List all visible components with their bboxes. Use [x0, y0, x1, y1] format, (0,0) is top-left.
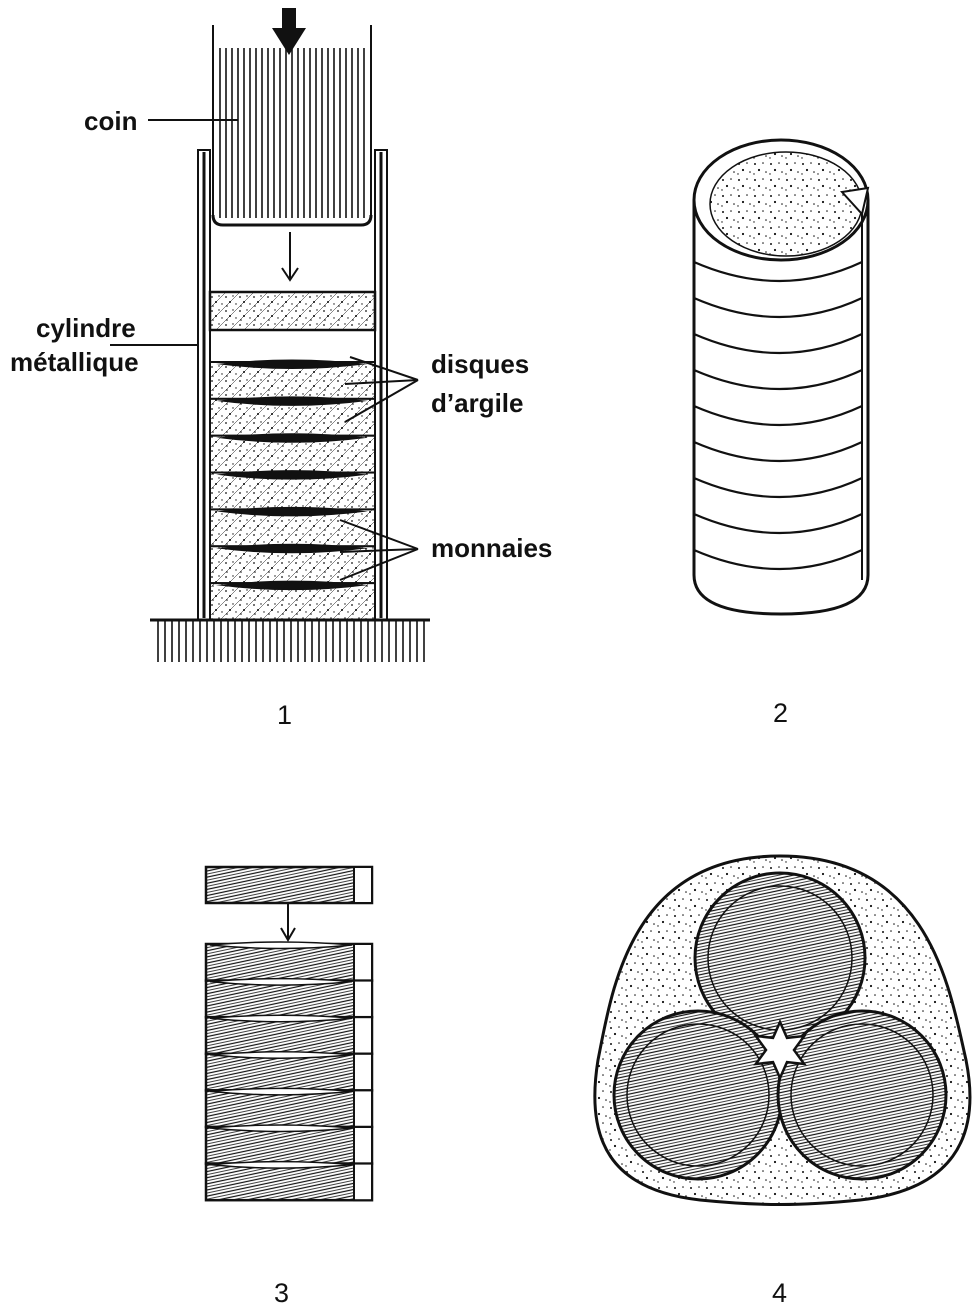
label-cylinder-line1: cylindre: [36, 313, 136, 343]
panel-number-4: 4: [772, 1278, 787, 1308]
mould-disc: [206, 1090, 372, 1127]
panel-number-1: 1: [277, 700, 292, 730]
disc-channel: [354, 1054, 372, 1091]
mould-disc: [206, 1017, 372, 1054]
disc-channel: [354, 1164, 372, 1201]
label-coin: coin: [84, 106, 137, 136]
top-clay-disc: [210, 292, 375, 330]
mould-disc-stack: [206, 942, 372, 1200]
label-discs-line2: d’argile: [431, 388, 523, 418]
down-arrow-icon: [282, 232, 298, 280]
down-arrow-icon: [281, 903, 295, 940]
coin-die: [213, 25, 371, 225]
panel-3: 3: [206, 867, 372, 1308]
cylinder-top-inner: [710, 152, 862, 256]
mould-disc: [206, 1054, 372, 1091]
mould-disc: [206, 981, 372, 1018]
panel-2: 2: [694, 140, 868, 728]
mould-disc: [206, 1164, 372, 1201]
disc-channel: [354, 1090, 372, 1127]
clay-disc-stack: [210, 360, 375, 621]
mould-disc: [206, 944, 372, 981]
disc-channel: [354, 1127, 372, 1164]
disc-channel: [354, 1017, 372, 1054]
panel-number-3: 3: [274, 1278, 289, 1308]
label-coins: monnaies: [431, 533, 552, 563]
panel-number-2: 2: [773, 698, 788, 728]
label-cylinder-line2: métallique: [10, 347, 139, 377]
disc-channel: [354, 944, 372, 981]
mould-disc: [206, 1127, 372, 1164]
press-arrow-icon: [272, 8, 306, 55]
label-discs-line1: disques: [431, 349, 529, 379]
base-plate: [150, 620, 430, 662]
disc-channel: [354, 981, 372, 1018]
cylinder-body: [694, 200, 868, 614]
panel-4: 4: [595, 856, 970, 1308]
panel-1: coin cylindre métallique disques d’argil…: [10, 8, 552, 730]
single-mould-disc: [206, 867, 372, 903]
